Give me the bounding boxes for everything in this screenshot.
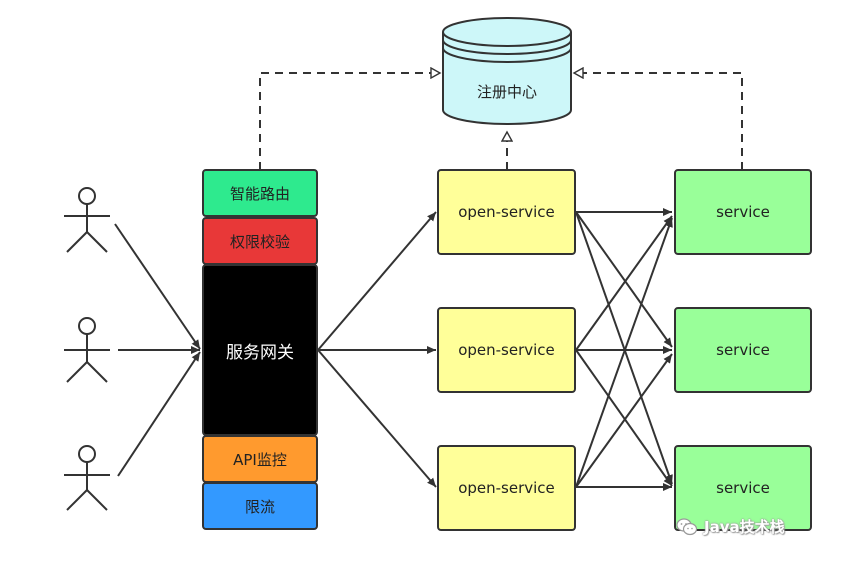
os2-to-s1-arrow [575,215,673,351]
watermark-text: Java技术栈 [704,518,785,536]
registry-ring-2 [442,47,572,63]
gateway-to-open-service-1-arrow [317,211,437,351]
service-to-registry-link [574,73,743,170]
os2-to-s3-arrow [575,349,673,487]
service-box-2 [674,307,812,393]
user1-to-gateway-arrow [114,223,201,350]
gateway-segment-ratelimit [202,482,318,530]
users [64,187,110,511]
gateway-to-registry-link [259,73,440,170]
open-service-boxes [437,169,576,531]
user-figure-3 [64,445,110,511]
watermark: Java技术栈 [676,516,785,537]
gateway-segment-monitor [202,435,318,483]
wechat-icon [676,517,698,535]
open-service-box-2 [437,307,576,393]
user-figure-2 [64,317,110,383]
gateway-segment-routing [202,169,318,217]
os3-to-s1-arrow [575,217,673,488]
user-figure-1 [64,187,110,253]
gateway-segment-auth [202,217,318,265]
request-arrows [114,208,673,491]
open-service-box-3 [437,445,576,531]
registry-ring-1 [442,39,572,55]
service-box-1 [674,169,812,255]
os1-to-s2-arrow [575,211,673,348]
gateway-column [202,169,318,530]
open-service-box-1 [437,169,576,255]
os3-to-s2-arrow [575,353,673,488]
registry-center [442,17,572,125]
registry-cylinder-top [442,17,572,47]
registry-cylinder-body [442,32,572,125]
service-boxes [674,169,812,531]
service-box-3 [674,445,812,531]
user3-to-gateway-arrow [117,351,201,477]
gateway-to-open-service-3-arrow [317,349,437,488]
gateway-segment-core [202,264,318,436]
os1-to-s3-arrow [575,211,673,485]
registry-links [259,73,743,170]
